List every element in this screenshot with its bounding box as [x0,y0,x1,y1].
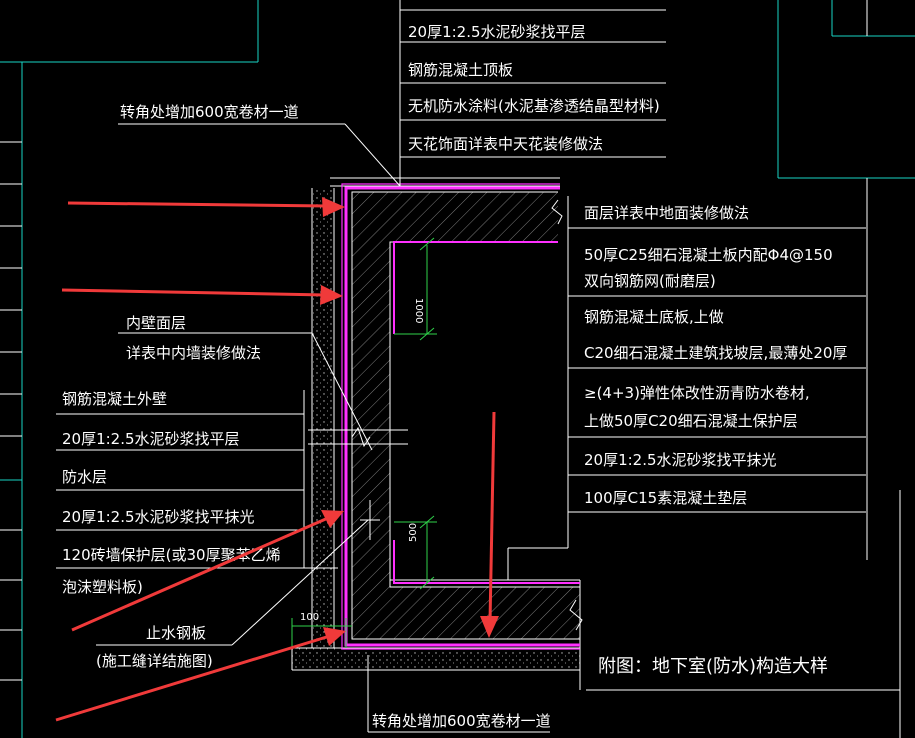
dimension-top: 1000 [413,298,424,323]
wall-label-3: 防水层 [62,468,107,486]
floor-label-3: 双向钢筋网(耐磨层) [584,272,716,290]
floor-label-1: 面层详表中地面装修做法 [584,204,749,222]
leader-lines [56,0,900,733]
roof-labels: 20厚1:2.5水泥砂浆找平层 钢筋混凝土顶板 无机防水涂料(水泥基渗透结晶型材… [408,23,660,153]
wall-label-2: 20厚1:2.5水泥砂浆找平层 [62,430,240,448]
floor-label-5: C20细石混凝土建筑找坡层,最薄处20厚 [584,344,847,362]
roof-label-1: 20厚1:2.5水泥砂浆找平层 [408,23,586,41]
wall-label-6: 泡沫塑料板) [62,578,143,596]
markup-arrows [55,197,499,722]
waterstop-label-1: 止水钢板 [146,624,206,642]
waterstop-labels: 止水钢板 (施工缝详结施图) [96,624,213,670]
floor-label-6: ≥(4+3)弹性体改性沥青防水卷材, [584,384,810,402]
waterproof-membrane [341,183,580,650]
floor-label-4: 钢筋混凝土底板,上做 [584,308,724,326]
wall-label-4: 20厚1:2.5水泥砂浆找平抹光 [62,508,255,526]
left-table-lines [0,141,22,681]
corner-note-bottom: 转角处增加600宽卷材一道 [372,712,551,730]
concrete-structure [291,177,583,690]
roof-label-2: 钢筋混凝土顶板 [408,61,513,79]
drawing-title: 附图：地下室(防水)构造大样 [598,656,828,677]
inner-wall-labels: 内壁面层 详表中内墙装修做法 [126,314,261,362]
floor-label-8: 20厚1:2.5水泥砂浆找平抹光 [584,451,777,469]
waterstop-label-2: (施工缝详结施图) [96,652,213,670]
floor-label-9: 100厚C15素混凝土垫层 [584,489,747,507]
dimension-base: 100 [300,612,319,623]
wall-label-1: 钢筋混凝土外壁 [62,390,167,408]
floor-label-2: 50厚C25细石混凝土板内配Φ4@150 [584,246,833,264]
corner-note-top: 转角处增加600宽卷材一道 [120,103,299,121]
roof-label-3: 无机防水涂料(水泥基渗透结晶型材料) [408,97,660,115]
wall-label-5: 120砖墙保护层(或30厚聚苯乙烯 [62,546,281,564]
inner-wall-label-1: 内壁面层 [126,314,186,332]
floor-labels: 面层详表中地面装修做法 50厚C25细石混凝土板内配Φ4@150 双向钢筋网(耐… [584,204,847,507]
right-edge-lines [866,0,901,738]
waterstop-joint [308,426,408,540]
dimension-bottom: 500 [408,523,419,542]
floor-label-7: 上做50厚C20细石混凝土保护层 [584,412,798,430]
dimension-lines [291,237,437,648]
inner-wall-label-2: 详表中内墙装修做法 [126,344,261,362]
roof-label-4: 天花饰面详表中天花装修做法 [408,135,603,153]
wall-labels: 钢筋混凝土外壁 20厚1:2.5水泥砂浆找平层 防水层 20厚1:2.5水泥砂浆… [62,390,281,596]
